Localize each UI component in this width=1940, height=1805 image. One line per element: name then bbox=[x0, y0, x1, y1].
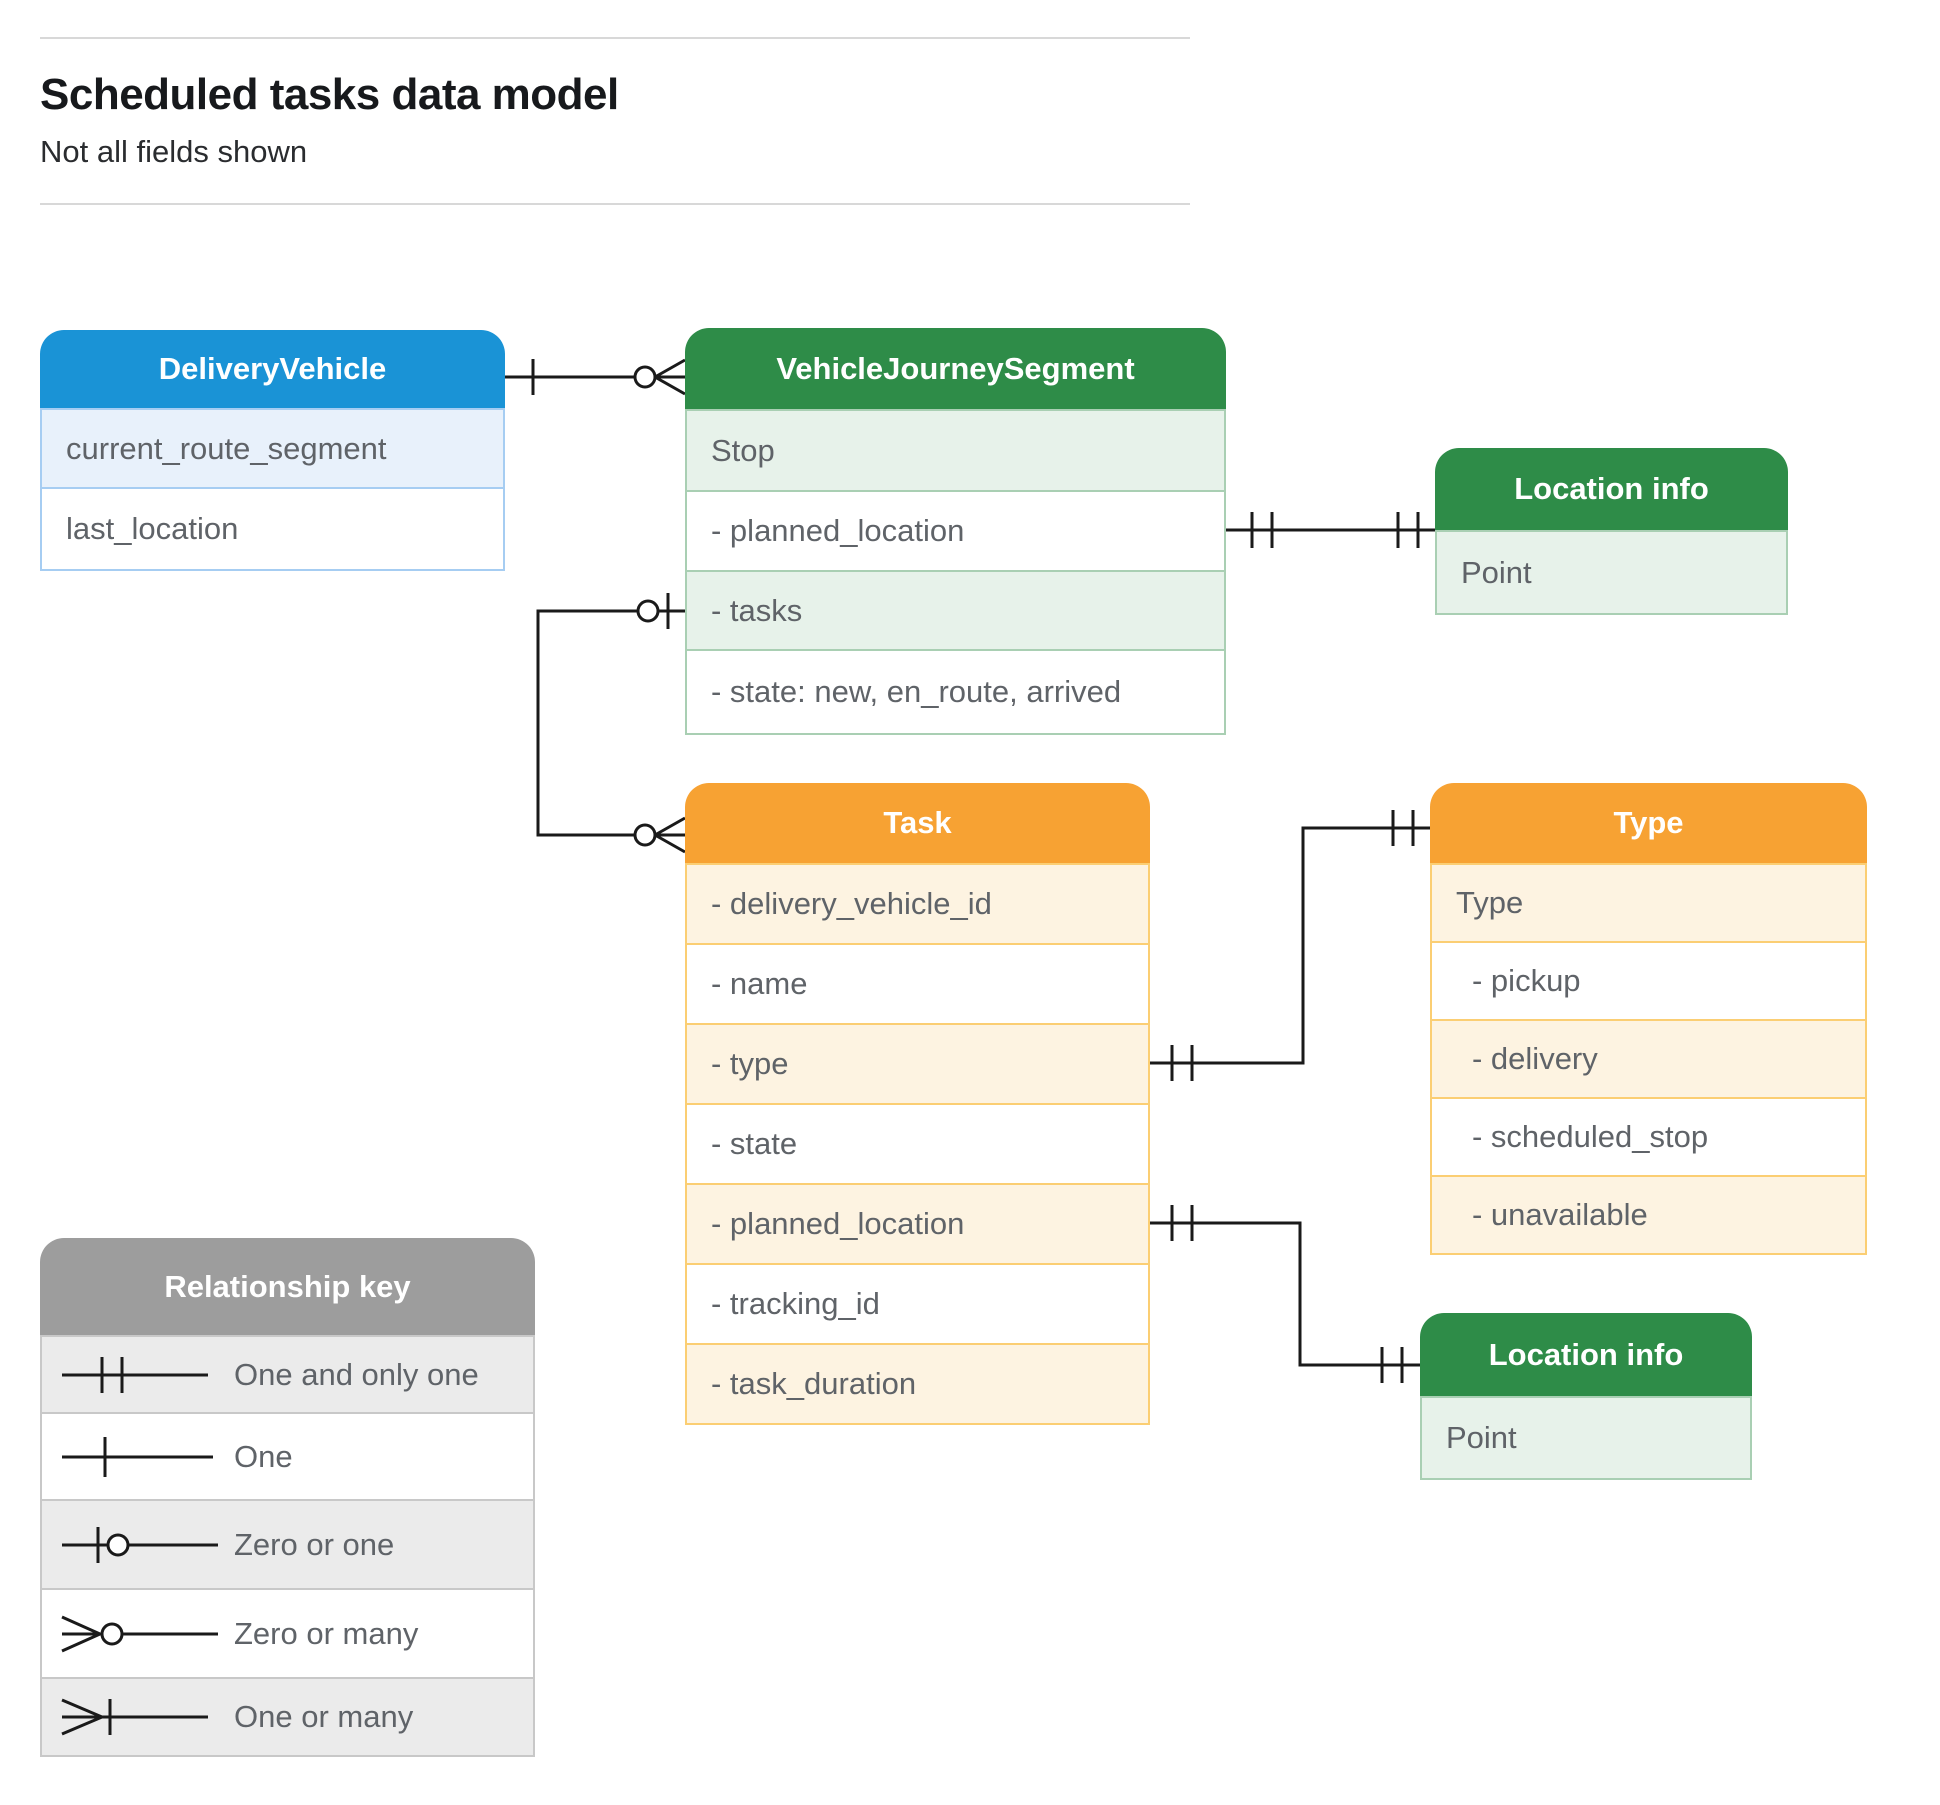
entity-title: VehicleJourneySegment bbox=[685, 328, 1226, 409]
field-row: - task_duration bbox=[687, 1343, 1148, 1423]
entity-location-info-bottom: Location info Point bbox=[1420, 1313, 1752, 1480]
legend-label: One bbox=[234, 1438, 293, 1474]
field-row: last_location bbox=[42, 487, 503, 569]
field-row: - planned_location bbox=[687, 1183, 1148, 1263]
page-title: Scheduled tasks data model bbox=[40, 70, 619, 119]
entity-title: Location info bbox=[1435, 448, 1788, 530]
field-row: - tracking_id bbox=[687, 1263, 1148, 1343]
field-row: Point bbox=[1422, 1396, 1750, 1478]
field-row: Point bbox=[1437, 530, 1786, 613]
field-row: - state: new, en_route, arrived bbox=[687, 649, 1224, 733]
connector-vehiclejourneysegment-tasks-to-task bbox=[536, 593, 686, 854]
field-row: Type bbox=[1432, 863, 1865, 941]
entity-vehicle-journey-segment: VehicleJourneySegment Stop - planned_loc… bbox=[685, 328, 1226, 735]
zero-marker-icon bbox=[633, 365, 657, 389]
connector-task-plannedlocation-to-locationinfo bbox=[1150, 1205, 1420, 1383]
legend-label: Zero or one bbox=[234, 1526, 395, 1562]
page-subtitle: Not all fields shown bbox=[40, 134, 308, 169]
connector-deliveryvehicle-to-vehiclejourneysegment bbox=[505, 358, 686, 396]
entity-location-info-top: Location info Point bbox=[1435, 448, 1788, 615]
many-marker-icon bbox=[654, 358, 686, 396]
legend-item: Zero or one bbox=[42, 1499, 533, 1588]
zero-marker-icon bbox=[636, 599, 660, 623]
connector-vehiclejourneysegment-to-locationinfo bbox=[1226, 512, 1435, 548]
relationship-key: Relationship key One and only one One Ze… bbox=[40, 1238, 535, 1757]
relationship-key-title: Relationship key bbox=[40, 1238, 535, 1335]
one-and-only-one-marker-icon bbox=[1170, 1045, 1194, 1081]
bottom-divider bbox=[40, 203, 1190, 205]
zero-or-many-icon bbox=[61, 1615, 218, 1652]
entity-title: Location info bbox=[1420, 1313, 1752, 1396]
one-and-only-one-marker-icon bbox=[1391, 810, 1415, 846]
legend-label: One and only one bbox=[234, 1356, 479, 1392]
one-and-only-one-marker-icon bbox=[1396, 512, 1420, 548]
legend-item: Zero or many bbox=[42, 1588, 533, 1677]
connector-task-type-to-type bbox=[1150, 810, 1430, 1081]
legend-label: Zero or many bbox=[234, 1615, 419, 1651]
entity-title: Task bbox=[685, 783, 1150, 863]
field-row: - state bbox=[687, 1103, 1148, 1183]
entity-delivery-vehicle: DeliveryVehicle current_route_segment la… bbox=[40, 330, 505, 571]
one-and-only-one-marker-icon bbox=[1380, 1347, 1404, 1383]
one-or-many-icon bbox=[61, 1698, 208, 1736]
legend-label: One or many bbox=[234, 1699, 414, 1734]
many-marker-icon bbox=[654, 816, 686, 854]
legend-item: One or many bbox=[42, 1677, 533, 1755]
field-row: - delivery_vehicle_id bbox=[687, 863, 1148, 943]
entity-type: Type Type - pickup - delivery - schedule… bbox=[1430, 783, 1867, 1255]
field-row: Stop bbox=[687, 409, 1224, 490]
legend-item: One and only one bbox=[42, 1335, 533, 1412]
entity-task: Task - delivery_vehicle_id - name - type… bbox=[685, 783, 1150, 1425]
entity-title: Type bbox=[1430, 783, 1867, 863]
field-row: - scheduled_stop bbox=[1432, 1097, 1865, 1175]
top-divider bbox=[40, 37, 1190, 39]
field-row: - planned_location bbox=[687, 490, 1224, 570]
one-and-only-one-icon bbox=[62, 1356, 208, 1393]
one-and-only-one-marker-icon bbox=[1250, 512, 1274, 548]
field-row: - type bbox=[687, 1023, 1148, 1103]
field-row: - name bbox=[687, 943, 1148, 1023]
entity-title: DeliveryVehicle bbox=[40, 330, 505, 408]
field-row: - tasks bbox=[687, 570, 1224, 649]
field-row: - unavailable bbox=[1432, 1175, 1865, 1253]
one-and-only-one-marker-icon bbox=[1170, 1205, 1194, 1241]
field-row: current_route_segment bbox=[42, 408, 503, 487]
field-row: - delivery bbox=[1432, 1019, 1865, 1097]
legend-item: One bbox=[42, 1412, 533, 1499]
zero-marker-icon bbox=[633, 823, 657, 847]
zero-or-one-icon bbox=[62, 1526, 218, 1563]
one-icon bbox=[62, 1436, 213, 1477]
field-row: - pickup bbox=[1432, 941, 1865, 1019]
